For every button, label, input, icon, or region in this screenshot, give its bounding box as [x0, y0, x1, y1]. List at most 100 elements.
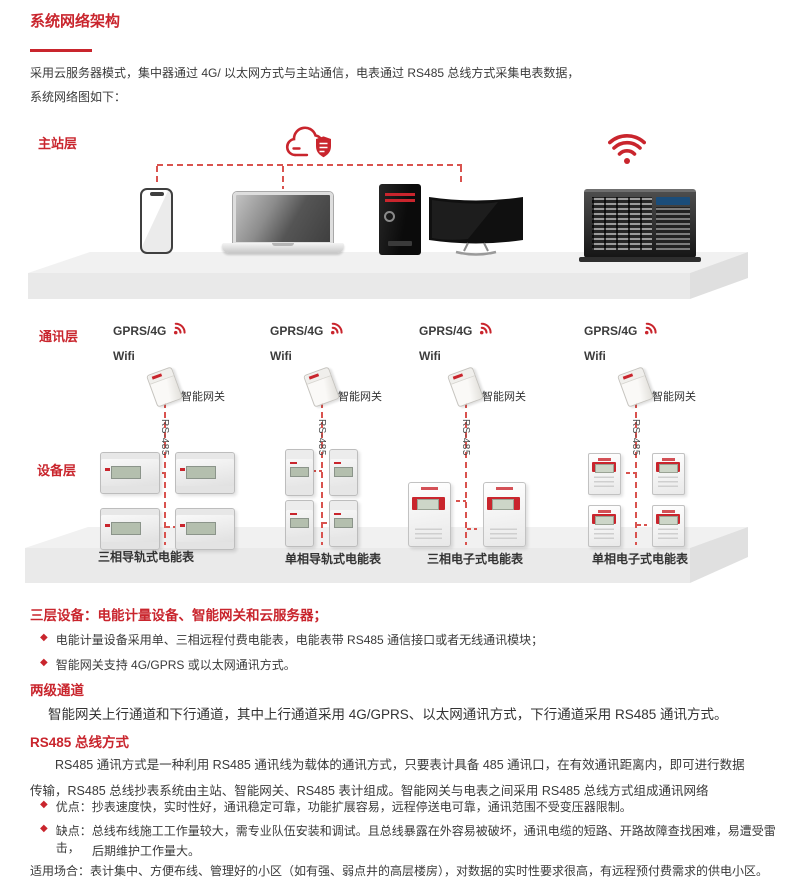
diamond-bullet-icon: ◆ — [40, 657, 48, 668]
rs485-bus-line — [635, 402, 637, 545]
laptop-screen — [233, 192, 333, 245]
bus-stub — [467, 528, 477, 530]
diamond-bullet-icon: ◆ — [40, 799, 48, 810]
meter-1p-rail-icon — [285, 500, 314, 547]
two-channel-body: 智能网关上行通道和下行通道，其中上行通道采用 4G/GPRS、以太网通讯方式，下… — [48, 707, 728, 722]
group-label: 单相电子式电能表 — [591, 552, 688, 566]
meter-1p-rail-icon — [285, 449, 314, 496]
bullet-item: ◆ 优点：抄表速度快，实时性好，通讯稳定可靠，功能扩展容易，远程停送电可靠，通讯… — [40, 798, 632, 815]
comm-col1-network: GPRS/4G — [113, 322, 189, 338]
network-label: GPRS/4G — [113, 323, 167, 338]
comm-col4-network: GPRS/4G — [584, 322, 660, 338]
layer-label-device: 设备层 — [37, 463, 77, 478]
meter-1p-electronic-icon — [588, 505, 621, 547]
meter-3p-rail-icon — [100, 452, 160, 494]
meter-3p-electronic-icon — [408, 482, 451, 547]
rs485-body: RS485 通讯方式是一种利用 RS485 通讯线为载体的通讯方式，只要表计具备… — [30, 758, 745, 798]
bullet-continuation: 后期维护工作量大。 — [92, 844, 201, 858]
network-label: GPRS/4G — [584, 323, 638, 338]
bullet-text: 优点：抄表速度快，实时性好，通讯稳定可靠，功能扩展容易，远程停送电可靠，通讯范围… — [55, 800, 632, 814]
cloud-security-icon — [285, 126, 331, 158]
bus-stub — [626, 472, 636, 474]
desktop-tower-icon — [379, 184, 421, 255]
master-bus-line — [157, 164, 462, 166]
rs485-bus-label: RS-485 — [460, 419, 471, 456]
section-heading-three-layer: 三层设备：电能计量设备、智能网关和云服务器； — [30, 608, 327, 623]
tower-vent — [388, 241, 412, 246]
laptop-base — [222, 243, 344, 253]
bullet-text: 智能网关支持 4G/GPRS 或以太网通讯方式。 — [55, 658, 296, 672]
rs485-bus-label: RS-485 — [316, 419, 327, 456]
gateway-label: 智能网关 — [181, 391, 225, 403]
group-label: 三相电子式电能表 — [426, 552, 523, 566]
meter-3p-rail-icon — [175, 452, 235, 494]
page-title: 系统网络架构 — [30, 13, 121, 30]
bullet-text: 缺点：总线布线施工工作量较大，需专业队伍安装和调试。且总线暴露在外容易被破坏，通… — [55, 824, 776, 855]
gateway-label: 智能网关 — [652, 391, 696, 403]
meter-1p-electronic-icon — [588, 453, 621, 495]
bullet-text: 电能计量设备采用单、三相远程付费电能表，电能表带 RS485 通信接口或者无线通… — [55, 633, 544, 647]
rs485-bus-line — [321, 402, 323, 545]
bus-stub — [637, 524, 647, 526]
meter-1p-rail-icon — [329, 449, 358, 496]
group-label: 三相导轨式电能表 — [97, 550, 194, 564]
rs485-bus-label: RS-485 — [159, 419, 170, 456]
gprs-signal-icon — [480, 322, 492, 335]
meter-3p-rail-icon — [175, 508, 235, 550]
rs485-bus-line — [164, 402, 166, 545]
layer-label-comm: 通讯层 — [39, 329, 79, 344]
bullet-item: ◆ 智能网关支持 4G/GPRS 或以太网通讯方式。 — [40, 656, 296, 673]
drop-to-tv — [460, 166, 462, 184]
drop-to-laptop — [282, 166, 284, 189]
comm-col3-network: GPRS/4G — [419, 322, 495, 338]
section-heading-two-channel: 两级通道 — [30, 683, 84, 698]
gprs-signal-icon — [645, 322, 657, 335]
meter-1p-electronic-icon — [652, 453, 685, 495]
diamond-bullet-icon: ◆ — [40, 632, 48, 643]
title-divider — [30, 49, 92, 52]
meter-3p-electronic-icon — [483, 482, 526, 547]
wifi-icon — [608, 134, 646, 164]
rs485-bus-label: RS-485 — [630, 419, 641, 456]
wifi-label: Wifi — [113, 349, 135, 363]
gateway-label: 智能网关 — [482, 391, 526, 403]
network-label: GPRS/4G — [419, 323, 473, 338]
layer-label-master: 主站层 — [38, 136, 78, 151]
server-icon — [579, 189, 701, 262]
server-display-strip — [656, 197, 690, 205]
meter-1p-rail-icon — [329, 500, 358, 547]
laptop-icon — [222, 192, 344, 256]
curved-tv-icon — [429, 197, 523, 256]
section-heading-rs485: RS485 总线方式 — [30, 735, 130, 750]
gateway-icon — [302, 366, 341, 408]
gprs-signal-icon — [331, 322, 343, 335]
gateway-icon — [446, 366, 485, 408]
meter-3p-rail-icon — [100, 508, 160, 550]
wifi-label: Wifi — [584, 349, 606, 363]
gateway-icon — [145, 366, 184, 408]
network-label: GPRS/4G — [270, 323, 324, 338]
bus-stub — [312, 470, 322, 472]
group-label: 单相导轨式电能表 — [284, 552, 381, 566]
wifi-label: Wifi — [419, 349, 441, 363]
server-vents — [656, 207, 690, 250]
comm-col2-network: GPRS/4G — [270, 322, 346, 338]
meter-1p-electronic-icon — [652, 505, 685, 547]
intro-line-2: 系统网络图如下： — [30, 90, 127, 104]
bullet-item: ◆ 电能计量设备采用单、三相远程付费电能表，电能表带 RS485 通信接口或者无… — [40, 631, 543, 648]
rs485-bus-line — [465, 402, 467, 545]
usage-line: 适用场合：表计集中、方便布线、管理好的小区（如有强、弱点井的高层楼房），对数据的… — [30, 864, 769, 878]
bullet-item: ◆ 缺点：总线布线施工工作量较大，需专业队伍安装和调试。且总线暴露在外容易被破坏… — [40, 822, 786, 856]
bus-stub — [155, 472, 165, 474]
bus-stub — [323, 522, 333, 524]
diamond-bullet-icon: ◆ — [40, 823, 48, 834]
smartphone-icon — [140, 188, 173, 254]
gateway-icon — [616, 366, 655, 408]
wifi-label: Wifi — [270, 349, 292, 363]
bus-stub — [456, 500, 466, 502]
gateway-label: 智能网关 — [338, 391, 382, 403]
server-drive-bays — [592, 197, 652, 250]
drop-to-phone — [156, 166, 158, 186]
intro-line-1: 采用云服务器模式，集中器通过 4G/ 以太网方式与主站通信，电表通过 RS485… — [30, 66, 580, 80]
